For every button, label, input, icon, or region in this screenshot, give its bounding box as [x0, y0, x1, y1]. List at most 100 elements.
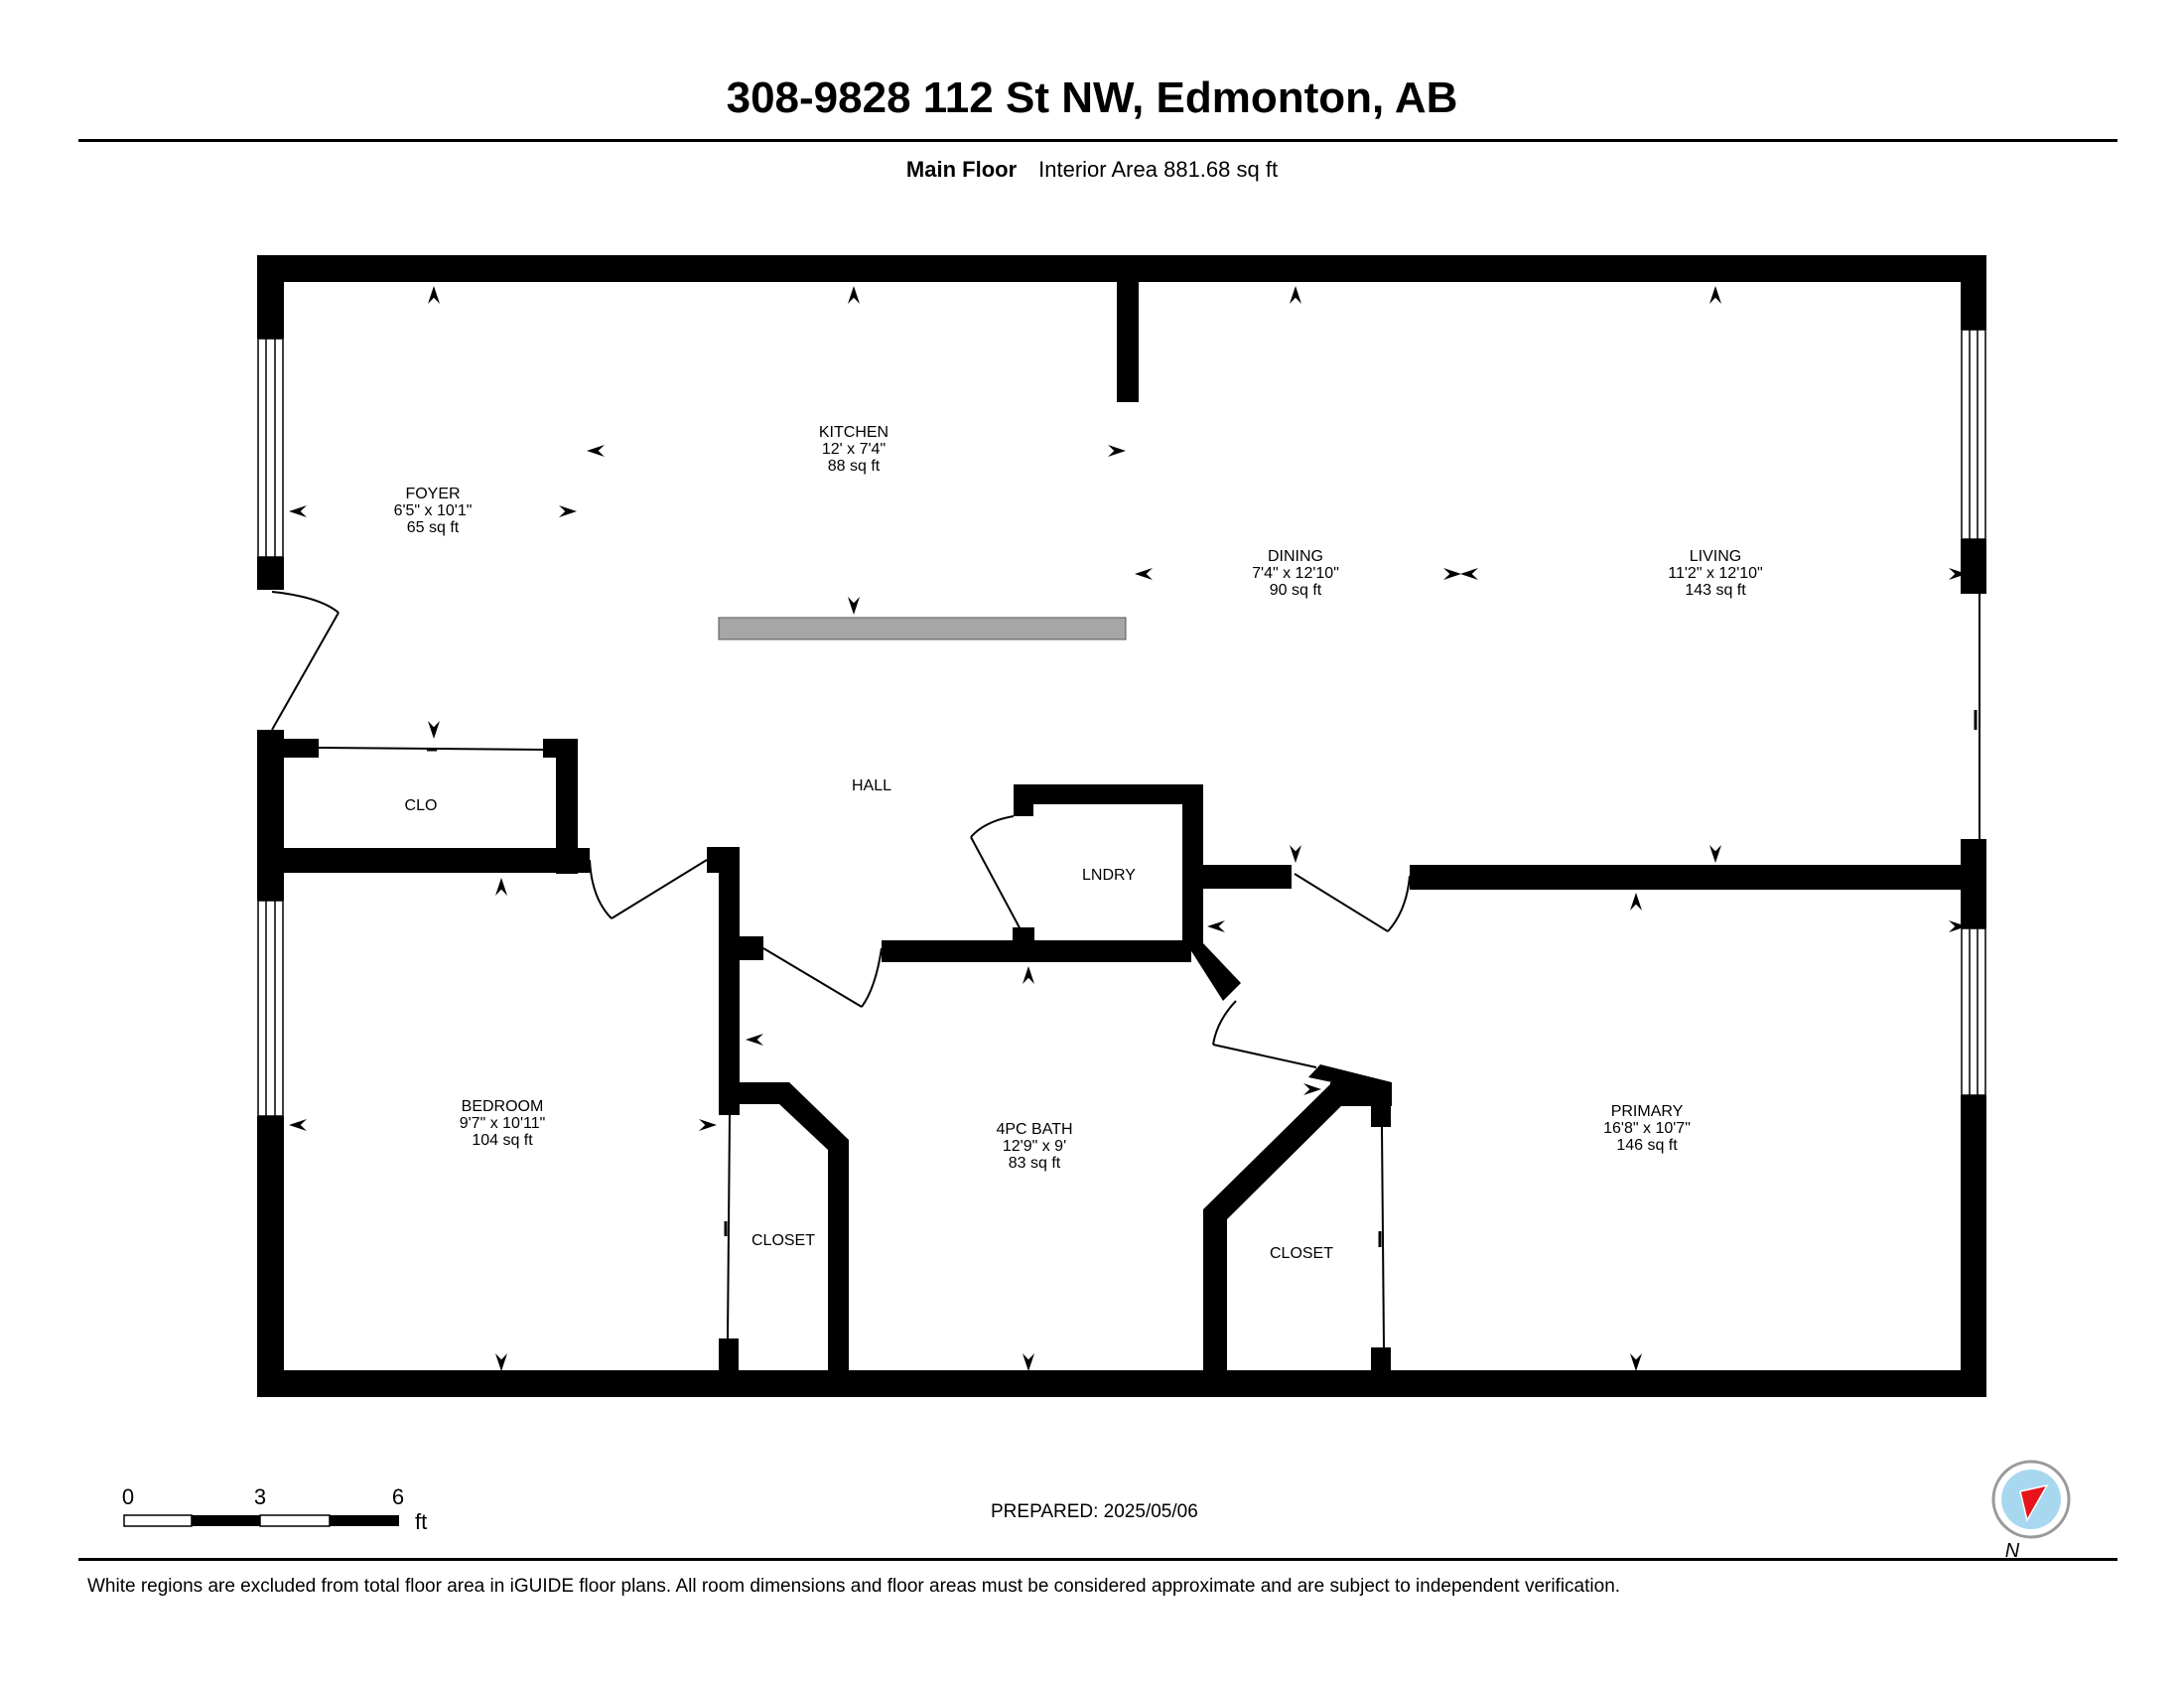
prepared-date: PREPARED: 2025/05/06 — [991, 1501, 1198, 1522]
dimension-arrow — [495, 1353, 507, 1371]
kitchen-area: 88 sq ft — [828, 458, 881, 475]
wall-clo-right — [556, 739, 578, 874]
wall-clo-top-left — [284, 739, 319, 758]
bedroom-area: 104 sq ft — [472, 1132, 533, 1149]
wall-lndry-right — [1182, 784, 1203, 943]
wall-right-closet — [1203, 1064, 1392, 1375]
dimension-arrow — [1207, 920, 1225, 932]
room-labels: KITCHEN 12' x 7'4" 88 sq ft FOYER 6'5" x… — [394, 424, 1763, 1262]
floor-name: Main Floor — [905, 157, 1018, 182]
dimension-arrow — [1135, 568, 1153, 580]
floor-subtitle: Main Floor Interior Area 881.68 sq ft — [0, 157, 2184, 183]
bath-door — [762, 947, 863, 1008]
dimension-arrow — [1949, 568, 1967, 580]
bath-dims: 12'9" x 9' — [1003, 1138, 1066, 1155]
entry-door — [271, 612, 340, 731]
scale-unit: ft — [415, 1509, 427, 1534]
dimension-arrow — [848, 597, 860, 615]
window-primary — [1961, 927, 1986, 1096]
compass-label: N — [2005, 1540, 2020, 1562]
scale-tick-3: 3 — [254, 1484, 266, 1509]
dimension-arrow — [746, 1034, 763, 1046]
bath-area: 83 sq ft — [1009, 1155, 1061, 1172]
lndry-door — [970, 836, 1024, 934]
dimension-arrow — [428, 286, 440, 304]
clo-name: CLO — [405, 797, 438, 814]
dimension-arrow — [1290, 286, 1301, 304]
dimension-arrow — [1460, 568, 1478, 580]
foyer-name: FOYER — [405, 486, 460, 502]
wall-left-clo — [257, 730, 284, 901]
bath-name: 4PC BATH — [996, 1121, 1072, 1138]
wall-right-top — [1961, 255, 1986, 330]
primary-name: PRIMARY — [1611, 1103, 1684, 1120]
wall-right-closet-stub — [1371, 1082, 1391, 1127]
wall-lndry-top-left — [1014, 784, 1033, 816]
primary-dims: 16'8" x 10'7" — [1603, 1120, 1691, 1137]
hall-name: HALL — [852, 777, 891, 794]
wall-bath-top — [882, 940, 1191, 962]
disclaimer: White regions are excluded from total fl… — [87, 1576, 1621, 1597]
wall-lndry-door-stub — [1013, 927, 1034, 947]
compass-icon: N — [1991, 1460, 2071, 1562]
window-foyer — [257, 338, 284, 558]
page-title: 308-9828 112 St NW, Edmonton, AB — [726, 73, 1458, 122]
dimension-arrow — [495, 878, 507, 896]
dimension-arrow — [699, 1119, 717, 1131]
wall-left-closet — [719, 1082, 849, 1375]
dimension-arrow — [289, 505, 307, 517]
scale-bar: 0 3 6 ft — [122, 1484, 427, 1534]
bedroom-door — [611, 859, 708, 919]
wall-right-mid — [1961, 539, 1986, 594]
dimension-arrow — [1290, 845, 1301, 863]
living-area: 143 sq ft — [1685, 582, 1746, 599]
primary-door — [1294, 873, 1389, 932]
wall-lndry-top — [1014, 784, 1203, 804]
doors — [271, 591, 1980, 1348]
interior-area: Interior Area 881.68 sq ft — [1038, 157, 1279, 182]
dimension-arrow — [559, 505, 577, 517]
dimension-arrow — [1709, 845, 1721, 863]
dimension-arrow — [428, 721, 440, 739]
wall-primary-top — [1410, 865, 1986, 890]
dining-name: DINING — [1268, 548, 1323, 565]
walls — [257, 255, 1986, 1397]
wall-lndry-hallstub — [1182, 865, 1292, 889]
right-closet-door — [1381, 1126, 1385, 1348]
dimension-arrow — [1108, 445, 1126, 457]
kitchen-counter — [718, 617, 1127, 640]
scale-tick-0: 0 — [122, 1484, 134, 1509]
dining-area: 90 sq ft — [1270, 582, 1322, 599]
dimension-arrow — [289, 1119, 307, 1131]
left-closet-door — [727, 1114, 731, 1339]
wall-closet-door-bottom — [719, 1338, 739, 1373]
living-name: LIVING — [1690, 548, 1741, 565]
wall-right-closet-bottom — [1371, 1347, 1391, 1375]
closet-left-name: CLOSET — [751, 1232, 815, 1249]
dining-dims: 7'4" x 12'10" — [1252, 565, 1339, 582]
wall-bedroom-top — [284, 848, 590, 873]
footer-rule — [78, 1558, 2117, 1561]
wall-right-bottom — [1961, 1095, 1986, 1397]
bedroom-name: BEDROOM — [462, 1098, 544, 1115]
closet-right-name: CLOSET — [1270, 1245, 1333, 1262]
primary-bath-door — [1212, 1044, 1317, 1068]
wall-left-bottom — [257, 1116, 284, 1397]
window-living — [1961, 329, 1986, 540]
scale-tick-6: 6 — [392, 1484, 404, 1509]
foyer-area: 65 sq ft — [407, 519, 460, 536]
wall-left-top — [257, 255, 284, 339]
wall-kitchen-stub — [1117, 255, 1139, 402]
dimension-arrow — [1023, 1353, 1034, 1371]
wall-primary-corner — [1961, 839, 1986, 928]
windows — [257, 329, 1986, 1117]
dimension-arrow — [1443, 568, 1461, 580]
wall-bedroom-right — [719, 847, 740, 1115]
dimension-arrow — [1630, 1353, 1642, 1371]
lndry-name: LNDRY — [1082, 867, 1136, 884]
dimension-arrow — [1949, 920, 1967, 932]
kitchen-name: KITCHEN — [819, 424, 888, 441]
kitchen-dims: 12' x 7'4" — [822, 441, 886, 458]
wall-lndry-angle — [1186, 943, 1241, 1001]
